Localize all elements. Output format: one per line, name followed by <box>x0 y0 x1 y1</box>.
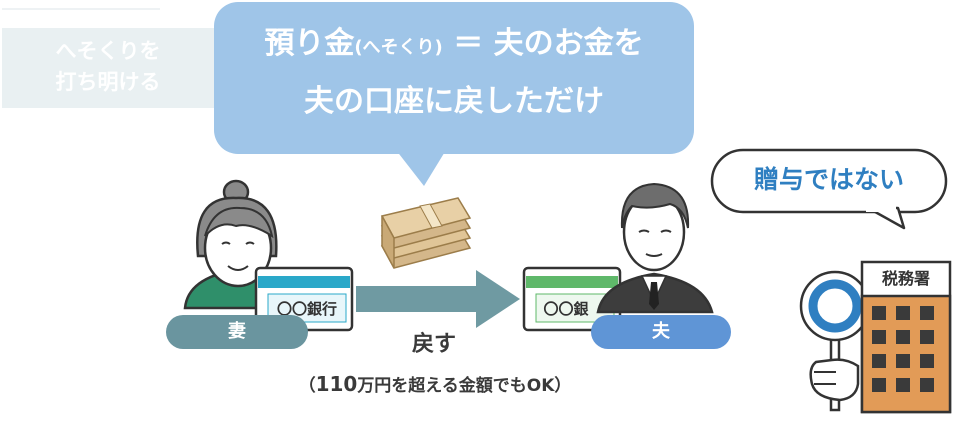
main-bubble-paren: (へそくり) <box>354 37 443 58</box>
husband-label: 夫 <box>591 315 731 349</box>
faded-title-box <box>2 28 214 108</box>
faded-divider <box>2 8 160 10</box>
tax-office-sign: 税務署 <box>881 269 930 288</box>
main-speech-bubble <box>214 2 694 154</box>
faded-title-line1: へそくりを <box>55 39 161 63</box>
main-bubble-line2: 夫の口座に戻しただけ <box>304 84 604 119</box>
amount-note: （110万円を超える金額でもOK） <box>250 370 620 400</box>
bank-card-icon: 〇〇銀行 <box>254 266 354 332</box>
main-bubble-line1: 預り金(へそくり) ＝ 夫のお金を <box>214 16 694 76</box>
amount-note-number: 110 <box>315 372 358 396</box>
amount-note-rest: 万円を超える金額でもOK） <box>357 376 572 396</box>
main-bubble-suffix: ＝ 夫のお金を <box>442 26 644 61</box>
right-arrow-icon <box>356 270 520 328</box>
not-gift-text: 贈与ではない <box>753 165 904 194</box>
amount-note-open: （ <box>298 376 316 396</box>
husband-card-text: 〇〇銀 <box>543 300 588 318</box>
magnifier-sign-icon <box>799 270 871 412</box>
husband-card-icon: 〇〇銀 <box>522 266 622 332</box>
faded-title-text: へそくりを 打ち明ける <box>2 36 214 98</box>
tax-office-building-icon <box>860 260 952 414</box>
cash-bundle-icon <box>380 197 472 269</box>
main-bubble-prefix: 預り金 <box>264 26 355 61</box>
gift-speech-bubble <box>710 148 948 230</box>
husband-figure-icon <box>596 182 714 314</box>
wife-label: 妻 <box>166 315 308 349</box>
return-label: 戻す <box>411 332 456 357</box>
wife-card-text: 〇〇銀行 <box>277 300 337 318</box>
faded-title-line2: 打ち明ける <box>55 70 161 94</box>
